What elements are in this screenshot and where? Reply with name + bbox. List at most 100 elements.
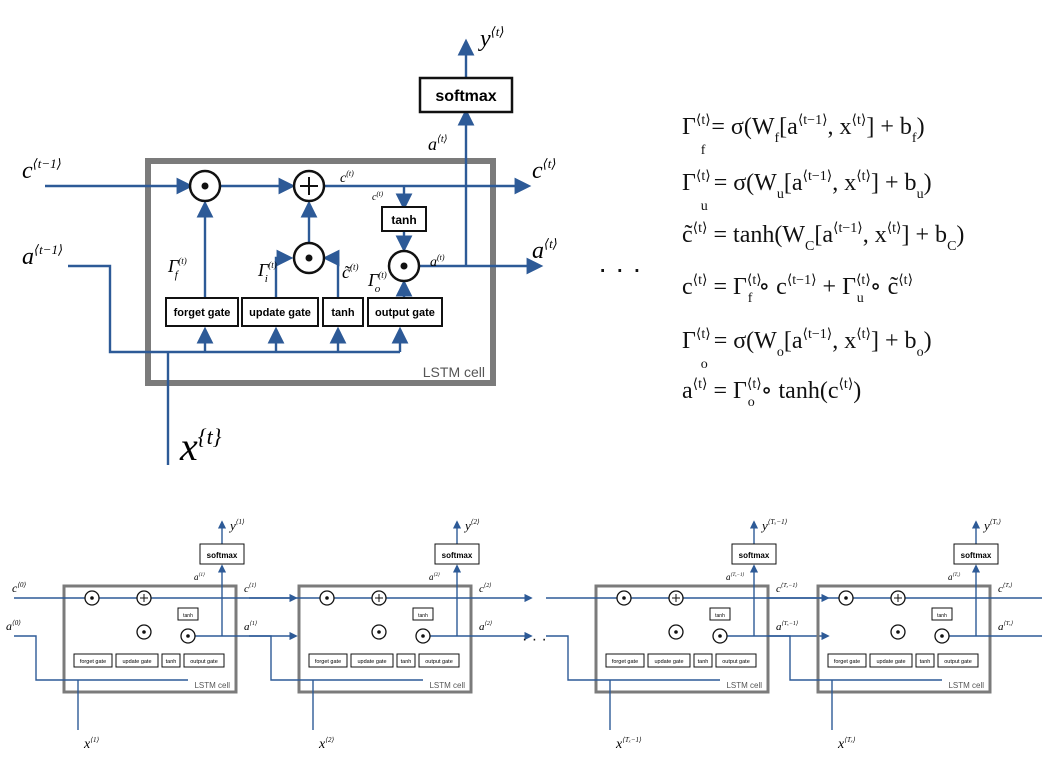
chain-gate-box: [693, 653, 713, 668]
chain-c-out-label: c⟨Tₓ⟩: [998, 582, 1013, 595]
main-lstm-cell: LSTM cell: [22, 24, 642, 469]
forget-gate-box: [165, 297, 239, 327]
forget-gate-label: forget gate: [174, 307, 231, 319]
chain-gate-box: [827, 653, 867, 668]
chain-softmax-label: softmax: [442, 551, 473, 560]
chain-tanh-top-box: [709, 607, 731, 621]
a-up-label: a⟨t⟩: [428, 134, 448, 154]
chain-gate-label: forget gate: [80, 659, 106, 665]
chain-a-out-label: a⟨Tₓ⟩: [998, 620, 1013, 633]
chain-a-in-wire: [768, 635, 942, 681]
chain-gate-label: tanh: [698, 659, 709, 665]
chain-tanh-top-box: [177, 607, 199, 621]
a-inner-label: a(t): [430, 253, 445, 270]
chain-y-label: y⟨1⟩: [228, 518, 245, 533]
main-ellipsis: · · ·: [598, 253, 642, 284]
chain-cell-title: LSTM cell: [429, 681, 465, 690]
chain-gate-box: [647, 653, 691, 668]
chain-c-out-label: c⟨1⟩: [244, 582, 257, 595]
chain-cell-title: LSTM cell: [948, 681, 984, 690]
chain-gate-box: [161, 653, 181, 668]
chain-tanh-top-box: [412, 607, 434, 621]
chain-y-label: y⟨Tₓ−1⟩: [760, 518, 788, 533]
chain-c-in-label: c⟨0⟩: [12, 581, 27, 595]
chain-gate-label: forget gate: [834, 659, 860, 665]
chain-gate-label: update gate: [876, 659, 905, 665]
tanh-top-label: tanh: [391, 213, 416, 227]
tanh-gate-label: tanh: [331, 307, 355, 319]
chain-tanh-top-label: tanh: [183, 613, 193, 619]
chain-cell-box: [62, 584, 238, 694]
chain-a-in-wire: [14, 635, 188, 681]
chain-x-label: x⟨Tₓ−1⟩: [615, 736, 642, 752]
equation-4: c⟨t⟩ = Γ⟨t⟩f ∘ c⟨t−1⟩ + Γ⟨t⟩u ∘ c̃⟨t⟩: [682, 273, 913, 306]
chain-gate-box: [869, 653, 913, 668]
chain-gate-label: tanh: [166, 659, 177, 665]
chain-gate-label: output gate: [425, 659, 453, 665]
chain-gate-label: tanh: [401, 659, 412, 665]
chain-gate-label: output gate: [944, 659, 972, 665]
y-out-label: y⟨t⟩: [478, 24, 504, 52]
chain-a-up-label: a⟨2⟩: [429, 572, 440, 582]
chain-gate-label: update gate: [357, 659, 386, 665]
chain-tanh-top-label: tanh: [937, 613, 947, 619]
chain-y-label: y⟨Tₓ⟩: [982, 518, 1001, 533]
chain-softmax-box: [199, 543, 245, 565]
chain-gate-box: [183, 653, 225, 668]
chain-softmax-box: [731, 543, 777, 565]
softmax-box: [418, 76, 514, 114]
chain-a-out-label: a⟨2⟩: [479, 620, 492, 633]
lstm-chain: LSTM cell softmax tanh forget gate update ga…: [6, 518, 1042, 752]
gamma-o-label: Γ(t)o: [367, 270, 387, 295]
chain-softmax-box: [953, 543, 999, 565]
chain-c-out-label: c⟨Tₓ−1⟩: [776, 582, 798, 595]
equation-1: Γ⟨t⟩f = σ(Wf[a⟨t−1⟩, x⟨t⟩] + bf): [682, 113, 925, 158]
update-gate-label: update gate: [249, 307, 311, 319]
ctilde-label: c̃(t): [342, 262, 359, 282]
main-cell-title: LSTM cell: [423, 364, 485, 380]
chain-gate-box: [418, 653, 460, 668]
c-inner-label-2: c(t): [372, 190, 384, 203]
chain-tanh-top-label: tanh: [418, 613, 428, 619]
chain-gate-box: [73, 653, 113, 668]
chain-cell-box: [297, 584, 473, 694]
chain-a-in-wire: [249, 635, 423, 681]
chain-gate-box: [308, 653, 348, 668]
chain-tanh-top-box: [931, 607, 953, 621]
chain-cell-box: [594, 584, 770, 694]
chain-gate-box: [350, 653, 394, 668]
equation-3: c̃⟨t⟩ = tanh(WC[a⟨t−1⟩, x⟨t⟩] + bC): [682, 221, 964, 254]
chain-cell-title: LSTM cell: [194, 681, 230, 690]
chain-y-label: y⟨2⟩: [463, 518, 480, 533]
tanh-gate-box: [322, 297, 364, 327]
a-prev-label: a⟨t−1⟩: [22, 242, 63, 270]
chain-gate-label: tanh: [920, 659, 931, 665]
c-inner-label: c(t): [340, 169, 354, 186]
chain-a-out-label: a⟨1⟩: [244, 620, 257, 633]
tanh-top-box: [381, 206, 427, 232]
chain-cell-title: LSTM cell: [726, 681, 762, 690]
c-out-label: c⟨t⟩: [532, 156, 556, 184]
chain-a-up-label: a⟨Tₓ⟩: [948, 572, 961, 582]
chain-gate-box: [937, 653, 979, 668]
c-prev-label: c⟨t−1⟩: [22, 156, 62, 184]
chain-softmax-label: softmax: [207, 551, 238, 560]
equation-6: a⟨t⟩ = Γ⟨t⟩o ∘ tanh(c⟨t⟩): [682, 377, 861, 410]
chain-gate-label: output gate: [722, 659, 750, 665]
chain-softmax-box: [434, 543, 480, 565]
equation-5: Γ⟨t⟩o = σ(Wo[a⟨t−1⟩, x⟨t⟩] + bo): [682, 327, 932, 372]
chain-tanh-top-label: tanh: [715, 613, 725, 619]
gamma-i-label: Γ(t)i: [257, 260, 277, 285]
chain-a-in-wire: [546, 635, 720, 681]
chain-gate-box: [396, 653, 416, 668]
chain-c-out-label: c⟨2⟩: [479, 582, 492, 595]
output-gate-label: output gate: [375, 307, 435, 319]
chain-a-up-label: a⟨1⟩: [194, 572, 205, 582]
output-gate-box: [367, 297, 443, 327]
chain-x-label: x⟨Tₓ⟩: [837, 736, 856, 752]
chain-gate-label: forget gate: [612, 659, 638, 665]
